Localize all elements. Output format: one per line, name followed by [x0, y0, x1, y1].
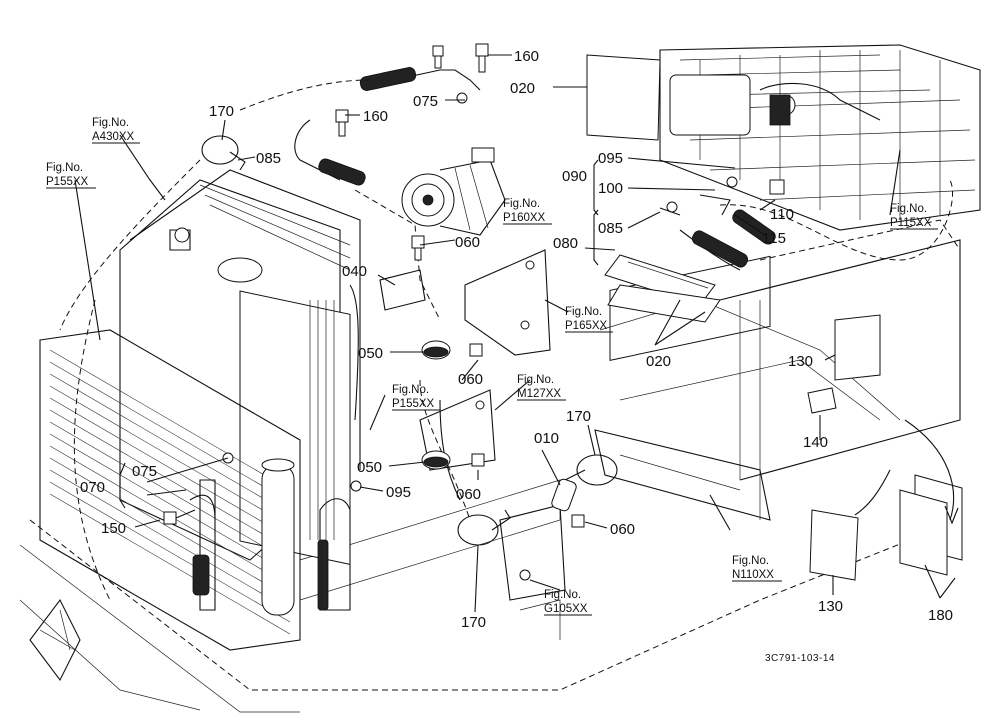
svg-text:A430XX: A430XX: [92, 131, 135, 143]
mounting-brackets: [349, 249, 566, 601]
svg-text:P165XX: P165XX: [565, 320, 608, 332]
ac-compressor: [401, 147, 506, 236]
cab-evaporator-unit: [659, 44, 981, 231]
callout-095-right: 095: [598, 150, 623, 167]
callout-075-top: 075: [413, 93, 438, 110]
fig-ref-g105: Fig.No. G105XX: [544, 589, 592, 616]
callout-050-top: 050: [358, 345, 383, 362]
svg-text:Fig.No.: Fig.No.: [503, 198, 540, 210]
svg-text:Fig.No.: Fig.No.: [392, 384, 429, 396]
drawing-code: 3C791-103-14: [765, 653, 835, 664]
callout-040: 040: [342, 263, 367, 280]
callout-075-left: 075: [132, 463, 157, 480]
callout-160-top: 160: [514, 48, 539, 65]
svg-text:Fig.No.: Fig.No.: [92, 117, 129, 129]
svg-text:P155XX: P155XX: [392, 398, 435, 410]
fig-ref-p160: Fig.No. P160XX: [503, 198, 552, 225]
figure-references: Fig.No. A430XX Fig.No. P155XX Fig.No. P1…: [46, 117, 938, 616]
callout-labels: 160 160 020 075 170 085 095 090 100 085 …: [80, 48, 953, 631]
machine-frame: [19, 219, 961, 713]
callout-020-mid: 020: [646, 353, 671, 370]
callout-090: 090: [562, 168, 587, 185]
callout-060-mid: 060: [458, 371, 483, 388]
svg-text:Fig.No.: Fig.No.: [517, 374, 554, 386]
callout-050-bottom: 050: [357, 459, 382, 476]
fig-ref-p165: Fig.No. P165XX: [565, 306, 613, 333]
svg-text:Fig.No.: Fig.No.: [544, 589, 581, 601]
condenser-core: [39, 329, 351, 651]
filter-panels: [586, 54, 963, 581]
svg-text:Fig.No.: Fig.No.: [890, 203, 927, 215]
svg-text:Fig.No.: Fig.No.: [46, 162, 83, 174]
callout-070: 070: [80, 479, 105, 496]
callout-180: 180: [928, 607, 953, 624]
svg-text:P160XX: P160XX: [503, 212, 546, 224]
bolts: [163, 43, 785, 528]
callout-060-right: 060: [610, 521, 635, 538]
fig-ref-p115: Fig.No. P115XX: [890, 203, 938, 230]
callout-170-right: 170: [566, 408, 591, 425]
svg-text:N110XX: N110XX: [732, 569, 774, 581]
callout-085-right: 085: [598, 220, 623, 237]
callout-060-top: 060: [455, 234, 480, 251]
callout-100: 100: [598, 180, 623, 197]
callout-160-mid: 160: [363, 108, 388, 125]
callout-020-top: 020: [510, 80, 535, 97]
callout-110: 110: [770, 206, 794, 223]
callout-130-bottom: 130: [818, 598, 843, 615]
fig-ref-p155-center: Fig.No. P155XX: [392, 384, 440, 411]
fig-ref-m127: Fig.No. M127XX: [517, 374, 566, 401]
callout-080: 080: [553, 235, 578, 252]
svg-text:G105XX: G105XX: [544, 603, 588, 615]
refrigerant-hoses: [59, 67, 954, 601]
callout-085-left: 085: [256, 150, 281, 167]
callout-130-top: 130: [788, 353, 813, 370]
fig-ref-p155-left: Fig.No. P155XX: [46, 162, 96, 189]
callout-115: 115: [762, 230, 786, 247]
fig-ref-n110: Fig.No. N110XX: [732, 555, 782, 582]
callout-010: 010: [534, 430, 559, 447]
callout-170-bottom: 170: [461, 614, 486, 631]
callout-150: 150: [101, 520, 126, 537]
callout-095-bottom: 095: [386, 484, 411, 501]
callout-170-top: 170: [209, 103, 234, 120]
svg-text:P115XX: P115XX: [890, 217, 932, 229]
fig-ref-a430: Fig.No. A430XX: [92, 117, 140, 144]
callout-060-bottom: 060: [456, 486, 481, 503]
svg-text:Fig.No.: Fig.No.: [565, 306, 602, 318]
leader-lines: [74, 54, 956, 613]
svg-text:Fig.No.: Fig.No.: [732, 555, 769, 567]
svg-text:M127XX: M127XX: [517, 388, 561, 400]
hose-clamps: [201, 135, 618, 546]
callout-140: 140: [803, 434, 828, 451]
svg-text:P155XX: P155XX: [46, 176, 89, 188]
